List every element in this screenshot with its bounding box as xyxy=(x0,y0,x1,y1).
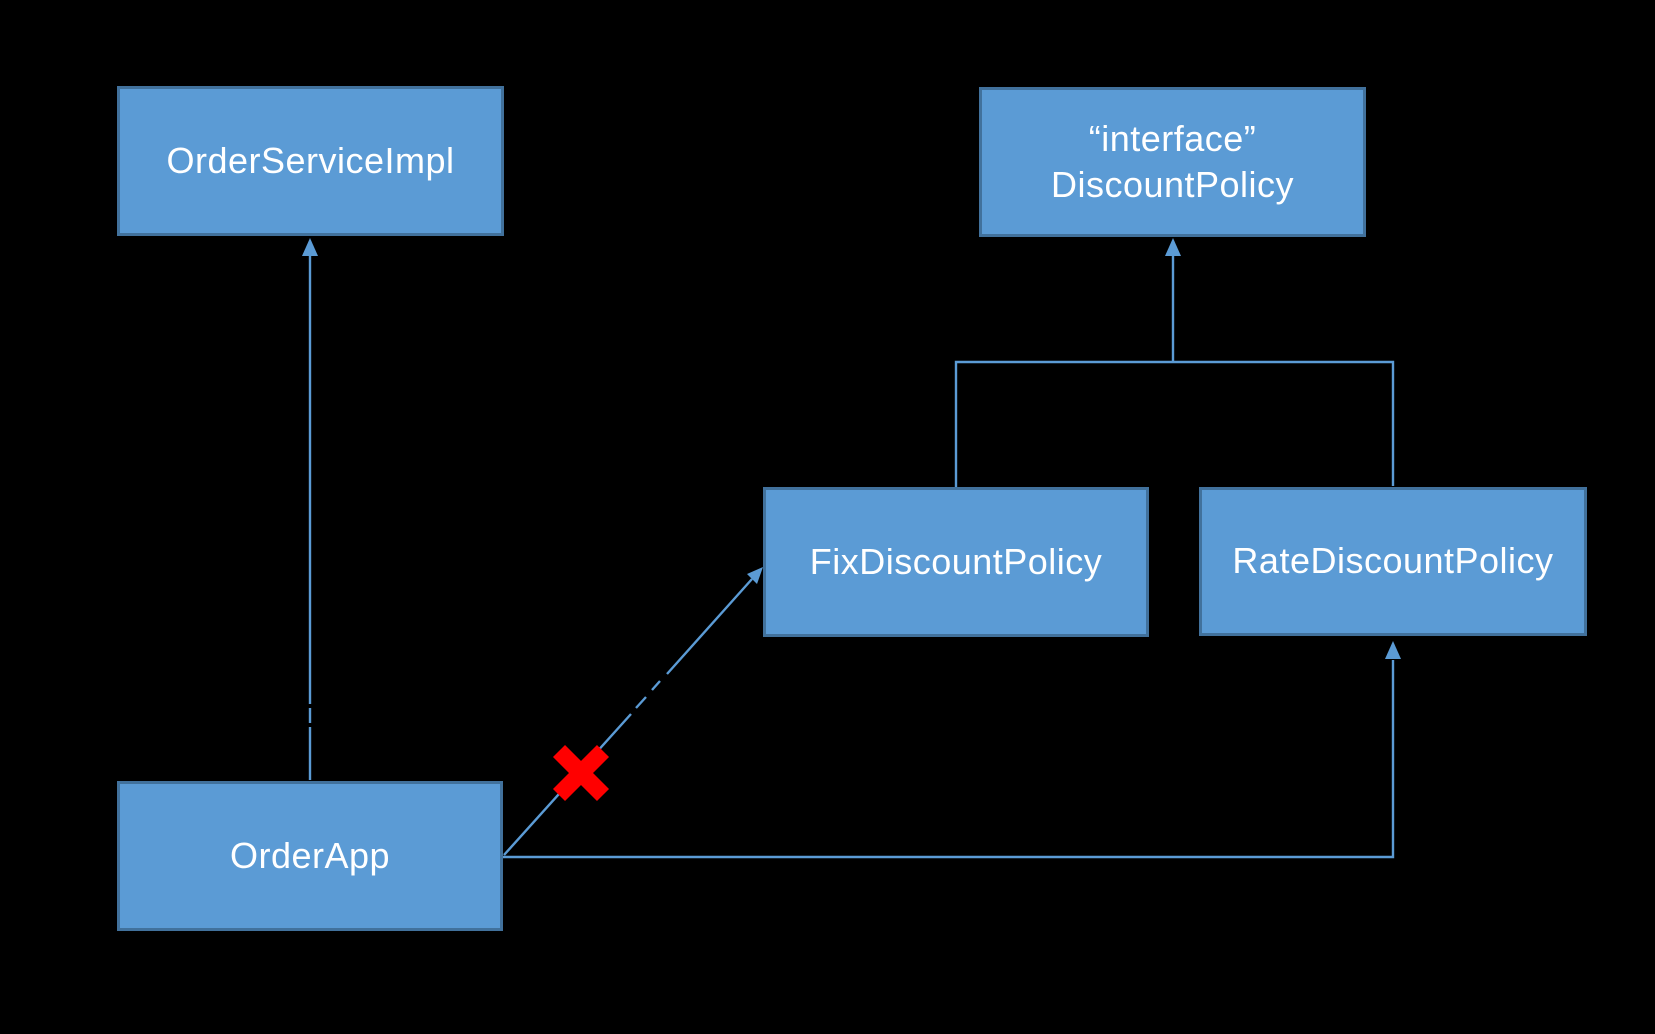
edge-implementations-to-discountpolicy xyxy=(954,238,1395,488)
arrowhead-up-icon xyxy=(1385,641,1401,659)
node-order-service-impl: OrderServiceImpl xyxy=(117,86,504,236)
edge-orderapp-to-fixdiscountpolicy xyxy=(503,567,763,856)
node-label: OrderServiceImpl xyxy=(166,139,455,181)
node-order-app: OrderApp xyxy=(117,781,503,931)
node-label: FixDiscountPolicy xyxy=(809,540,1103,582)
edge-line xyxy=(503,660,1395,859)
node-label: DiscountPolicy xyxy=(1050,164,1295,205)
node-label: OrderApp xyxy=(229,834,391,876)
bracket-line xyxy=(954,360,1395,488)
edge-orderapp-to-ratediscountpolicy xyxy=(503,641,1401,859)
arrowhead-up-icon xyxy=(302,238,318,256)
edge-orderapp-to-orderserviceimpl xyxy=(302,238,318,780)
arrowhead-diagonal-icon xyxy=(747,567,763,584)
edge-line-dashed xyxy=(503,578,753,856)
arrowhead-up-icon xyxy=(1165,238,1181,256)
node-fix-discount-policy: FixDiscountPolicy xyxy=(763,487,1149,637)
node-label-stereotype: “interface” xyxy=(1088,117,1257,159)
node-discount-policy-interface: “interface” DiscountPolicy xyxy=(979,87,1366,237)
node-label: RateDiscountPolicy xyxy=(1232,540,1554,582)
red-x-icon xyxy=(552,744,610,802)
node-rate-discount-policy: RateDiscountPolicy xyxy=(1199,487,1587,636)
